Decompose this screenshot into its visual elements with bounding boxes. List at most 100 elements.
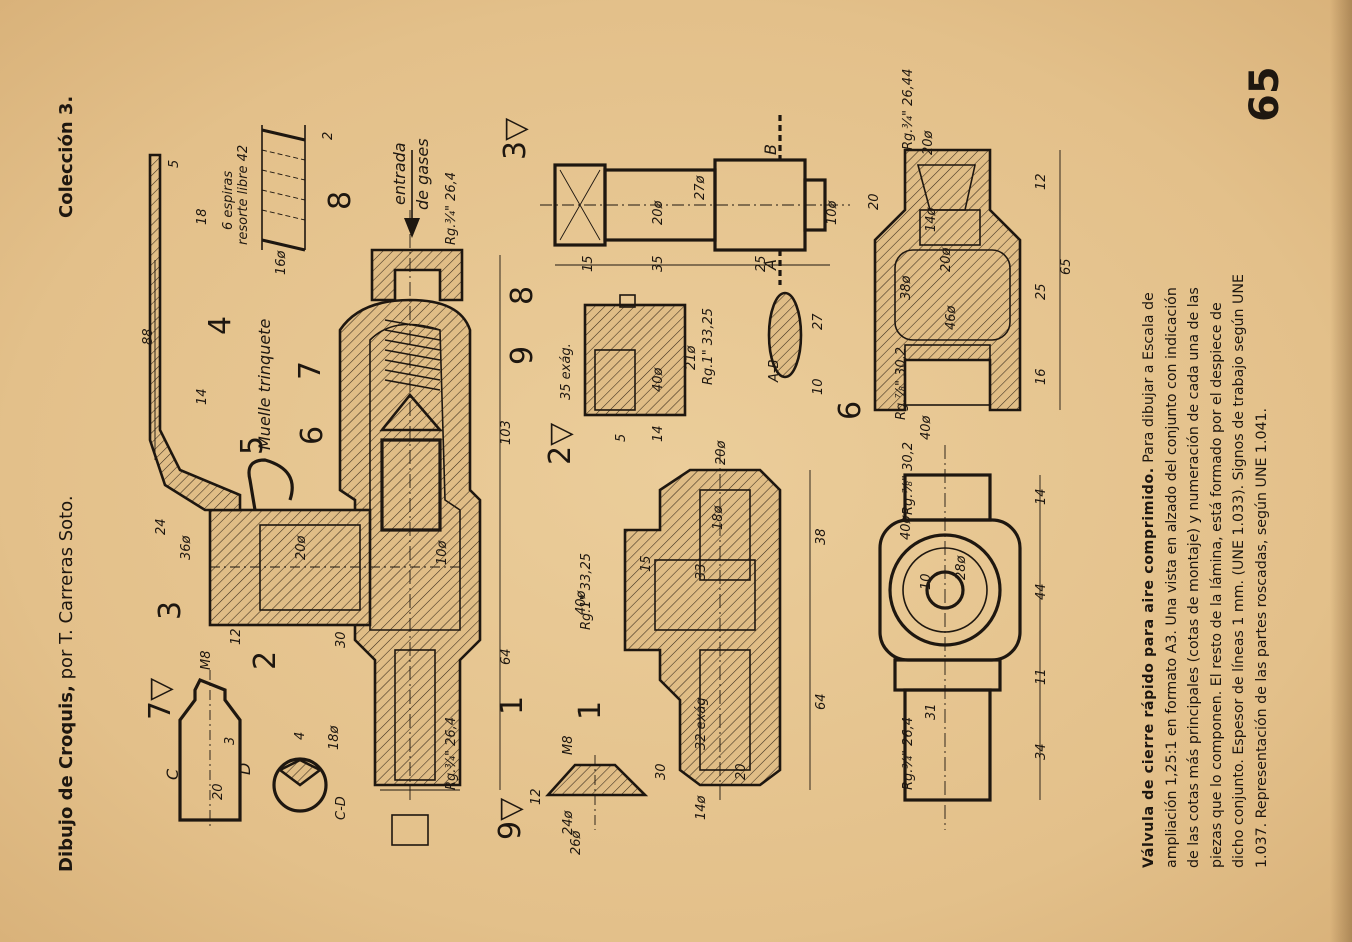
dim-rg5: Rg.¾" 26,44 (901, 69, 916, 150)
dim-24: 24 (154, 518, 169, 535)
publisher-stamp (391, 814, 429, 846)
dim-12c: 12 (1034, 173, 1049, 190)
dim-40: 40ø (651, 366, 666, 392)
dim-20b: 20 (211, 783, 226, 800)
dim-2: 2 (321, 132, 336, 140)
dim-38b: 38ø (899, 274, 914, 300)
dim-33: 33 (694, 563, 709, 580)
dim-64: 64 (499, 648, 514, 665)
dim-46: 46ø (944, 304, 959, 330)
note-espiras: 6 espiras (221, 171, 236, 230)
label-part-4: 4 (203, 316, 238, 335)
dim-m8: M8 (199, 651, 214, 671)
note-resorte: resorte libre 42 (236, 145, 251, 245)
dim-16: 16ø (274, 249, 289, 275)
part-1-detail (623, 450, 811, 800)
note-c: C (163, 768, 182, 780)
lever-part-4 (148, 153, 242, 512)
dim-31: 31 (924, 703, 939, 720)
dim-rg1: Rg.¾" 26,4 (444, 172, 459, 245)
dim-4: 4 (293, 732, 308, 740)
label-part-9: 9 (505, 346, 540, 365)
note-b: B (761, 144, 780, 155)
label-part-8b: 8 (505, 286, 540, 305)
dim-14c: 14ø (694, 794, 709, 820)
label-part-1: 1 (495, 696, 530, 715)
note-exag: 35 exág. (559, 343, 574, 400)
dim-27: 27ø (693, 174, 708, 200)
dim-rg6: Rg.⅞" 30,2 (894, 347, 909, 420)
note-gases: de gases (413, 138, 432, 210)
dim-30: 30 (334, 631, 349, 648)
dim-24b: 24ø (561, 809, 576, 835)
part-3-detail (540, 115, 850, 285)
dim-14d: 14ø (924, 206, 939, 232)
dim-32: 32 exág (694, 697, 709, 750)
dim-20h: 20 (867, 193, 882, 210)
dim-rg3: Rg.1" 33,25 (701, 308, 716, 385)
label-part-3b: 3▽ (498, 118, 533, 160)
dim-103: 103 (499, 420, 514, 445)
dim-10: 10ø (435, 539, 450, 565)
dim-12b: 12 (529, 788, 544, 805)
note-a: A (761, 259, 780, 271)
label-part-2: 2 (248, 651, 283, 670)
dim-34: 34 (1034, 743, 1049, 760)
dim-18b: 18ø (327, 724, 342, 750)
dim-20f: 20ø (921, 129, 936, 155)
spring-part-8 (384, 319, 441, 391)
dim-rg4: Rg.1" 33,25 (579, 553, 594, 630)
dim-10b: 10ø (825, 199, 840, 225)
part-2-detail (583, 291, 803, 417)
dim-20g: 20ø (939, 246, 954, 272)
dim-20: 20ø (294, 534, 309, 560)
dim-25b: 25 (1034, 283, 1049, 300)
dim-27b: 27 (811, 313, 826, 330)
note-ab: A-B (767, 359, 782, 383)
dim-36: 36ø (179, 534, 194, 560)
dim-18c: 18ø (711, 504, 726, 530)
dim-64b: 64 (814, 693, 829, 710)
label-part-1b: 1 (573, 701, 608, 720)
dim-30b: 30 (654, 763, 669, 780)
dim-12: 12 (229, 628, 244, 645)
label-part-6b: 6 (833, 401, 868, 420)
page-edge-shadow (1330, 0, 1352, 942)
dim-14b: 14 (651, 425, 666, 442)
dim-14: 14 (195, 388, 210, 405)
label-part-7b: 7 (293, 361, 328, 380)
dim-88: 88 (141, 328, 156, 345)
label-part-7: 7▽ (143, 678, 178, 720)
dim-rg7: Rg.⅞" 30,2 (901, 442, 916, 515)
note-cd: C-D (334, 796, 349, 820)
dim-25: 25 (754, 255, 769, 272)
dim-14e: 14 (1034, 488, 1049, 505)
dim-m8b: M8 (561, 736, 576, 756)
dim-20d: 20ø (714, 439, 729, 465)
dim-26: 26ø (569, 829, 584, 855)
dim-5b: 5 (614, 434, 629, 442)
dim-28: 28ø (954, 554, 969, 580)
dim-35: 35 (651, 255, 666, 272)
dim-40d: 40ø (899, 514, 914, 540)
dim-5: 5 (167, 160, 182, 168)
part-9-detail (545, 755, 649, 830)
part-6-detail (873, 148, 1061, 412)
dim-15b: 15 (639, 555, 654, 572)
label-part-6: 6 (295, 426, 330, 445)
label-part-8: 8 (323, 191, 358, 210)
part-8-spring-detail (261, 125, 306, 252)
dim-rg2: Rg.¾" 26,4 (444, 717, 459, 790)
dim-65: 65 (1059, 258, 1074, 275)
dim-21: 21ø (684, 344, 699, 370)
body-part-1 (338, 298, 482, 787)
note-muelle: Muelle trinquete (255, 319, 274, 450)
dim-rg8: Rg.¾" 26,4 (901, 717, 916, 790)
dim-10c: 10 (811, 378, 826, 395)
dim-40b: 40ø (574, 589, 589, 615)
body-plan-view (878, 445, 1041, 830)
dim-18: 18 (195, 208, 210, 225)
dim-11: 11 (1034, 668, 1049, 685)
note-d: D (235, 763, 254, 775)
